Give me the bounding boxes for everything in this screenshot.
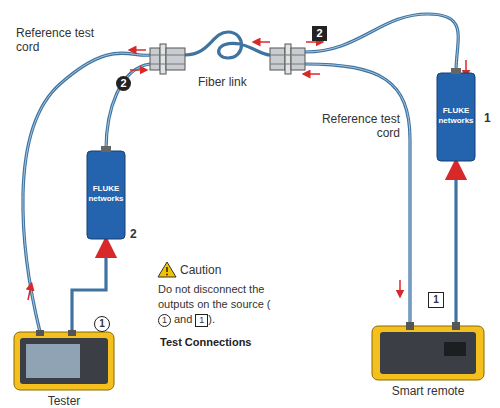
warning-triangle [158,262,176,277]
label: 1 [484,112,491,125]
callout-number: 2 [116,76,131,91]
label: and [174,312,192,327]
label: Reference test cord [316,112,400,140]
label: 2 [130,228,137,241]
fiber-cable [454,160,457,322]
callout-number: 2 [312,26,327,41]
device-label: Smart remote [370,384,486,398]
label: Do not disconnect the outputs on the sou… [158,282,292,312]
fiber-adapter [150,44,185,74]
label: Caution [180,264,221,277]
label: ). [208,312,215,327]
tester-device: Tester [12,330,116,408]
fiber-adapter [270,44,305,74]
device-outline [370,322,486,382]
callout-number: 1 [158,314,171,327]
label: Fiber link [198,76,247,89]
logo-text: FLUKE networks [436,72,476,160]
device-label: Tester [12,394,116,408]
callout-number: 1 [428,292,444,308]
callout-number: 1 [94,316,110,332]
adapter-module: FLUKE networks [436,72,476,160]
logo-text: FLUKE networks [86,150,126,238]
device-outline [12,330,116,392]
label: Reference test cord [16,26,108,54]
caution-note: Do not disconnect the outputs on the sou… [158,282,292,327]
label: Test Connections [160,336,251,349]
adapter-module: FLUKE networks [86,150,126,238]
remote-device: Smart remote [370,322,486,398]
callout-number: 1 [195,314,208,327]
